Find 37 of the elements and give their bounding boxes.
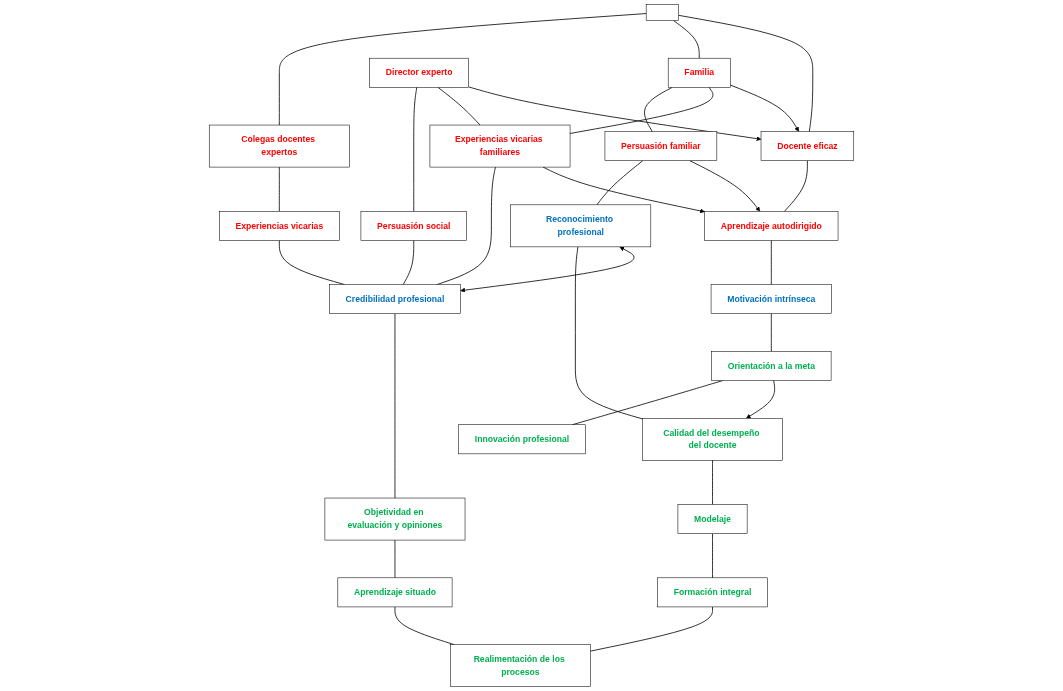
node-box: Aprendizaje situado — [337, 577, 453, 608]
node-box: Director experto — [369, 57, 469, 88]
node-box: Motivación intrínseca — [710, 284, 832, 314]
connector — [278, 166, 280, 212]
node-box: Experiencias vicarias — [219, 211, 340, 241]
connector — [437, 86, 481, 126]
connector — [784, 160, 808, 212]
node-box: Formación integral — [657, 577, 768, 608]
node-box: Innovación profesional — [458, 424, 586, 455]
node-box: Realimentación de los procesos — [450, 644, 591, 687]
connector — [644, 86, 673, 132]
connector — [413, 86, 418, 212]
connector — [402, 240, 415, 285]
node-box: Docente eficaz — [760, 131, 855, 161]
connector — [770, 240, 772, 285]
node-box: Calidad del desempeño del docente — [642, 418, 783, 461]
connector — [596, 160, 644, 206]
connector — [590, 606, 713, 652]
connector — [770, 313, 772, 352]
connector — [673, 20, 700, 59]
node-box: Colegas docentes expertos — [208, 124, 350, 168]
node-box: Objetividad en evaluación y opiniones — [324, 497, 466, 541]
connector — [574, 246, 643, 420]
connector — [712, 459, 713, 505]
node-box: Reconocimiento profesional — [510, 204, 652, 248]
node-box: Orientación a la meta — [711, 351, 832, 381]
node-box: Aprendizaje autodirigido — [704, 211, 839, 241]
node-box: Persuasión social — [360, 211, 467, 241]
connector — [712, 533, 713, 579]
connector — [278, 13, 647, 126]
node-box: Modelaje — [677, 504, 748, 534]
connector — [569, 86, 714, 134]
node-box: Credibilidad profesional — [329, 284, 461, 314]
node-box: Familia — [667, 57, 731, 88]
node-box — [645, 4, 679, 21]
node-box: Experiencias vicarias familiares — [429, 124, 571, 168]
node-box: Persuasión familiar — [604, 131, 718, 161]
